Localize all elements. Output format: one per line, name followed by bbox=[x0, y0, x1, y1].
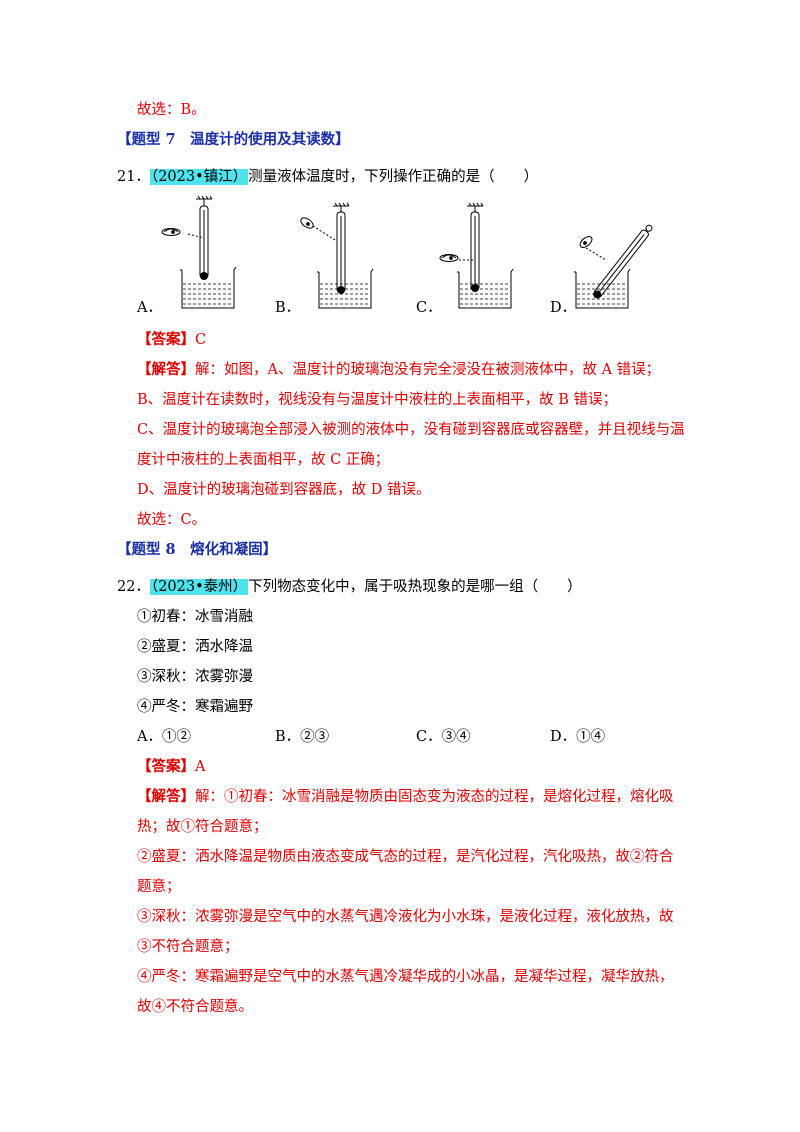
q21-figure-c bbox=[439, 202, 514, 309]
q22-source-tag: （2023•泰州） bbox=[149, 579, 249, 595]
q22-answer-label: 【答案】 bbox=[137, 758, 195, 775]
q21-number: 21． bbox=[117, 169, 150, 185]
q22-option-a: A．①② bbox=[137, 729, 191, 745]
q22-stem: 22．（2023•泰州）下列物态变化中，属于吸热现象的是哪一组（ ） bbox=[117, 577, 582, 597]
q22-option-c: C．③④ bbox=[416, 729, 471, 745]
q21-option-b: B． bbox=[275, 300, 301, 316]
q21-figure-a bbox=[161, 196, 237, 309]
q22-analysis-line-6: ③不符合题意； bbox=[137, 939, 239, 955]
q21-source-tag: （2023•镇江） bbox=[149, 169, 249, 185]
q22-analysis-line-2: 热；故①符合题意； bbox=[137, 819, 268, 835]
q21-analysis-label: 【解答】 bbox=[137, 361, 195, 378]
q21-option-c: C． bbox=[416, 300, 442, 316]
q21-conclusion: 故选：C。 bbox=[137, 512, 207, 528]
q21-figure-b bbox=[300, 202, 374, 309]
q22-item-1: ①初春：冰雪消融 bbox=[137, 609, 253, 625]
q22-number: 22． bbox=[117, 579, 150, 595]
q21-answer-label: 【答案】 bbox=[137, 331, 195, 348]
q22-item-2: ②盛夏：洒水降温 bbox=[137, 639, 253, 655]
section-8-title: 【题型 8 熔化和凝固】 bbox=[117, 541, 278, 558]
q21-figure-d bbox=[574, 224, 653, 309]
q22-question: 下列物态变化中，属于吸热现象的是哪一组（ ） bbox=[248, 579, 582, 595]
q21-analysis-line-5: D、温度计的玻璃泡碰到容器底，故 D 错误。 bbox=[137, 482, 431, 498]
q22-analysis-label: 【解答】 bbox=[137, 788, 195, 805]
q22-analysis-line-7: ④严冬：寒霜遍野是空气中的水蒸气遇冷凝华成的小冰晶，是凝华过程，凝华放热， bbox=[137, 969, 674, 985]
q22-item-3: ③深秋：浓雾弥漫 bbox=[137, 669, 253, 685]
q21-analysis-line-2: B、温度计在读数时，视线没有与温度计中液柱的上表面相平，故 B 错误； bbox=[137, 392, 618, 408]
q22-option-b: B．②③ bbox=[275, 729, 330, 745]
q22-answer: 【答案】A bbox=[137, 757, 205, 777]
q21-analysis-line-4: 度计中液柱的上表面相平，故 C 正确； bbox=[137, 452, 390, 468]
q20-conclusion: 故选：B。 bbox=[137, 102, 206, 118]
q22-analysis-line-5: ③深秋：浓雾弥漫是空气中的水蒸气遇冷液化为小水珠，是液化过程，液化放热，故 bbox=[137, 909, 674, 925]
q21-option-d: D． bbox=[550, 300, 577, 316]
q22-analysis-line-4: 题意； bbox=[137, 879, 181, 895]
section-7-title: 【题型 7 温度计的使用及其读数】 bbox=[117, 131, 350, 148]
q22-answer-value: A bbox=[195, 759, 206, 775]
q22-analysis-line-8: 故④不符合题意。 bbox=[137, 999, 253, 1015]
q22-item-4: ④严冬：寒霜遍野 bbox=[137, 699, 253, 715]
q21-analysis-line-3: C、温度计的玻璃泡全部浸入被测的液体中，没有碰到容器底或容器壁，并且视线与温 bbox=[137, 422, 685, 438]
q22-analysis-line-1: 【解答】解：①初春：冰雪消融是物质由固态变为液态的过程，是熔化过程，熔化吸 bbox=[137, 788, 674, 805]
q21-analysis-line-1: 【解答】解：如图，A、温度计的玻璃泡没有完全浸没在被测液体中，故 A 错误； bbox=[137, 361, 661, 378]
q21-question: 测量液体温度时，下列操作正确的是（ ） bbox=[248, 169, 539, 185]
q21-answer: 【答案】C bbox=[137, 330, 206, 350]
q21-answer-value: C bbox=[195, 332, 207, 348]
q21-option-a: A． bbox=[137, 300, 162, 316]
q22-analysis-line-3: ②盛夏：洒水降温是物质由液态变成气态的过程，是汽化过程，汽化吸热，故②符合 bbox=[137, 849, 674, 865]
q21-stem: 21．（2023•镇江）测量液体温度时，下列操作正确的是（ ） bbox=[117, 167, 538, 187]
q22-option-d: D．①④ bbox=[550, 729, 606, 745]
